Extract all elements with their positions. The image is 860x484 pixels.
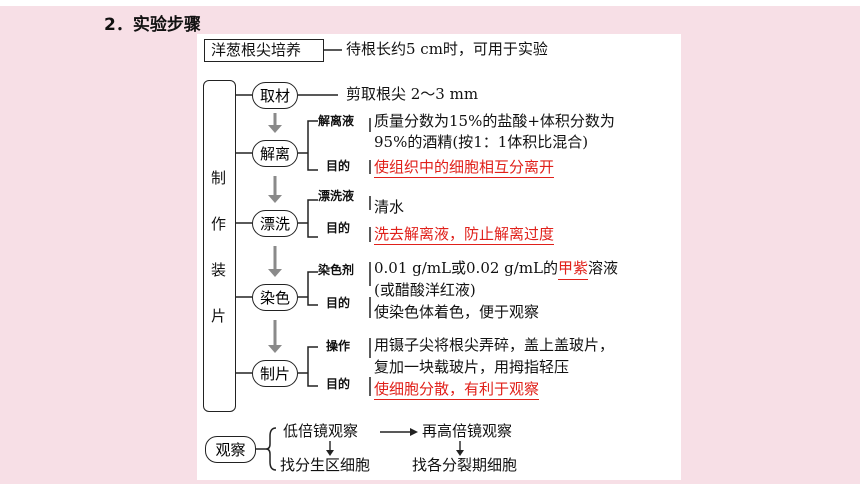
take-material-text: 剪取根尖 2～3 mm [346,85,479,103]
stain-purpose: 使染色体着色，便于观察 [374,303,540,321]
intro-box: 洋葱根尖培养 [204,39,324,62]
observe-high-power: 再高倍镜观察 [422,422,513,440]
make-slide-char-1: 制 [211,169,227,187]
make-slide-tag-operation: 操作 [326,339,351,353]
intro-text: 待根长约5 cm时，可用于实验 [346,40,548,58]
observe-high-find: 找各分裂期细胞 [412,456,518,474]
stain-tag-dye: 染色剂 [318,263,355,277]
step-dissociation: 解离 [252,140,298,167]
observe-low-find: 找分生区细胞 [280,456,371,474]
step-take-material: 取材 [252,82,298,109]
rinse-solution: 清水 [374,198,405,216]
make-slide-operation-line1: 用镊子尖将根尖弄碎，盖上盖玻片， [374,336,615,354]
make-slide-char-2: 作 [211,215,227,233]
stain-dye-line1: 0.01 g/mL或0.02 g/mL的甲紫溶液 [374,259,618,280]
stain-dye-highlight: 甲紫 [558,259,589,280]
make-slide-char-4: 片 [211,307,227,325]
make-slide-tag-purpose: 目的 [326,377,351,391]
dissociation-solution-line2: 95%的酒精(按1：1体积比混合) [374,133,589,151]
make-slide-char-3: 装 [211,261,227,279]
dissociation-solution-line1: 质量分数为15%的盐酸+体积分数为 [374,112,615,130]
stain-dye-line2: (或醋酸洋红液) [374,281,476,299]
step-make-slide: 制片 [252,360,298,387]
intro-box-label: 洋葱根尖培养 [211,41,302,59]
rinse-purpose: 洗去解离液，防止解离过度 [374,225,555,245]
observe-box: 观察 [205,436,256,463]
dissociation-purpose: 使组织中的细胞相互分离开 [374,158,555,178]
make-slide-box: 制 作 装 片 [203,80,236,412]
stain-tag-purpose: 目的 [326,296,351,310]
top-strip [0,0,860,6]
dissociation-tag-purpose: 目的 [326,159,351,173]
rinse-tag-solution: 漂洗液 [318,189,355,203]
dissociation-tag-solution: 解离液 [318,114,355,128]
make-slide-purpose: 使细胞分散，有利于观察 [374,380,540,400]
make-slide-operation-line2: 复加一块载玻片，用拇指轻压 [374,358,570,376]
step-stain: 染色 [252,284,298,311]
observe-low-power: 低倍镜观察 [283,422,359,440]
step-rinse: 漂洗 [252,210,298,237]
rinse-tag-purpose: 目的 [326,221,351,235]
section-heading: 2．实验步骤 [104,15,201,35]
